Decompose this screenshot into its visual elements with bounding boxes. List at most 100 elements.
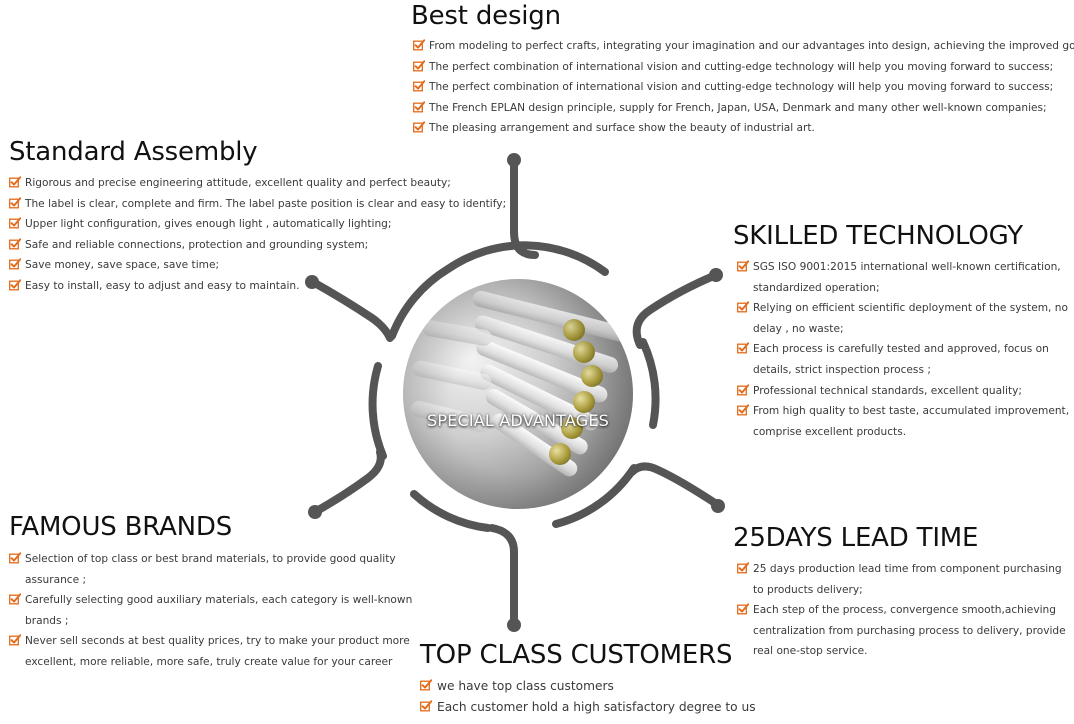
connector-upper-right <box>632 271 720 349</box>
feature-text: The perfect combination of international… <box>429 60 1054 73</box>
feature-item: Carefully selecting good auxiliary mater… <box>9 590 439 631</box>
feature-text: From high quality to best taste, accumul… <box>753 405 1070 438</box>
feature-item: Selection of top class or best brand mat… <box>9 549 439 590</box>
check-box-icon <box>413 80 425 92</box>
feature-item: Upper light configuration, gives enough … <box>9 214 506 235</box>
connector-upper-right-dot <box>709 268 723 282</box>
feature-text: Professional technical standards, excell… <box>753 384 1022 397</box>
check-box-icon <box>737 383 749 396</box>
connector-lower-right <box>628 462 722 509</box>
connector-upper-left <box>309 278 394 342</box>
check-box-icon <box>9 634 21 646</box>
feature-list: 25 days production lead time from compon… <box>737 559 1068 662</box>
connector-bottom <box>488 524 518 629</box>
feature-text: Rigorous and precise engineering attitud… <box>25 177 451 189</box>
section-lead-time: 25DAYS LEAD TIME 25 days production lead… <box>733 525 1068 662</box>
feature-text: Save money, save space, save time; <box>25 259 220 272</box>
feature-item: From modeling to perfect crafts, integra… <box>413 36 1074 57</box>
feature-item: Save money, save space, save time; <box>9 255 506 276</box>
section-title: Best design <box>411 1 561 31</box>
feature-text: SGS ISO 9001:2015 international well-kno… <box>753 261 1061 294</box>
check-box-icon <box>737 603 749 615</box>
feature-list: Rigorous and precise engineering attitud… <box>9 173 506 297</box>
feature-text: Carefully selecting good auxiliary mater… <box>25 594 413 627</box>
feature-text: we have top class customers <box>437 679 614 693</box>
check-box-icon <box>9 176 21 188</box>
check-box-icon <box>737 260 749 272</box>
feature-item: The label is clear, complete and firm. T… <box>9 194 506 215</box>
check-box-icon <box>9 217 21 229</box>
check-box-icon <box>9 552 21 564</box>
check-box-icon <box>413 59 425 72</box>
connector-lower-left <box>311 448 385 516</box>
section-skilled-technology: SKILLED TECHNOLOGY SGS ISO 9001:2015 int… <box>733 223 1073 442</box>
feature-text: The pleasing arrangement and surface sho… <box>429 122 815 135</box>
check-box-icon <box>413 101 425 113</box>
arc-bottom-right <box>552 464 638 528</box>
feature-item: Rigorous and precise engineering attitud… <box>9 173 506 194</box>
feature-item: Each step of the process, convergence sm… <box>737 600 1068 662</box>
check-box-icon <box>420 679 432 691</box>
feature-text: Relying on efficient scientific deployme… <box>753 302 1068 335</box>
feature-item: 25 days production lead time from compon… <box>737 559 1068 600</box>
feature-text: The label is clear, complete and firm. T… <box>25 197 507 210</box>
section-famous-brands: FAMOUS BRANDS Selection of top class or … <box>9 514 439 673</box>
feature-item: Each process is carefully tested and app… <box>737 339 1073 380</box>
feature-text: Easy to install, easy to adjust and easy… <box>25 279 300 292</box>
feature-text: The French EPLAN design principle, suppl… <box>429 101 1047 114</box>
check-box-icon <box>9 279 21 291</box>
check-box-icon <box>413 121 425 133</box>
feature-text: Upper light configuration, gives enough … <box>25 218 392 231</box>
hub-photo <box>403 279 633 509</box>
check-box-icon <box>9 196 21 209</box>
feature-item: The French EPLAN design principle, suppl… <box>413 98 1074 119</box>
check-box-icon <box>737 404 749 416</box>
connector-lower-left-dot <box>308 505 322 519</box>
feature-text: Selection of top class or best brand mat… <box>25 553 396 586</box>
check-box-icon <box>9 238 21 250</box>
check-box-icon <box>737 562 749 574</box>
feature-text: Each step of the process, convergence sm… <box>753 604 1066 658</box>
feature-item: SGS ISO 9001:2015 international well-kno… <box>737 257 1073 298</box>
feature-text: Each customer hold a high satisfactory d… <box>437 699 756 714</box>
feature-list: Selection of top class or best brand mat… <box>9 549 439 673</box>
feature-item: The pleasing arrangement and surface sho… <box>413 118 1074 139</box>
connector-lower-right-dot <box>711 499 725 513</box>
feature-item: Easy to install, easy to adjust and easy… <box>9 276 506 297</box>
connector-top <box>510 156 539 259</box>
feature-item: Safe and reliable connections, protectio… <box>9 235 506 256</box>
section-best-design: Best design From modeling to perfect cra… <box>411 3 1074 139</box>
feature-item: Each customer hold a high satisfactory d… <box>420 697 756 718</box>
arc-bottom-left <box>410 490 492 532</box>
feature-text: Each process is carefully tested and app… <box>753 343 1049 376</box>
section-standard-assembly: Standard Assembly Rigorous and precise e… <box>9 139 506 297</box>
section-title: SKILLED TECHNOLOGY <box>733 221 1023 251</box>
feature-text: Safe and reliable connections, protectio… <box>25 238 369 251</box>
section-title: Standard Assembly <box>9 137 258 167</box>
section-title: TOP CLASS CUSTOMERS <box>420 640 733 670</box>
arc-top <box>444 241 609 276</box>
check-box-icon <box>420 699 432 712</box>
check-box-icon <box>737 342 749 354</box>
feature-item: The perfect combination of international… <box>413 77 1074 98</box>
feature-text: The perfect combination of international… <box>429 81 1054 94</box>
feature-text: From modeling to perfect crafts, integra… <box>429 40 1074 52</box>
arc-top-left <box>388 265 452 340</box>
feature-item: Never sell seconds at best quality price… <box>9 631 439 672</box>
feature-text: Never sell seconds at best quality price… <box>25 635 410 668</box>
connector-top-dot <box>507 153 521 167</box>
feature-item: Relying on efficient scientific deployme… <box>737 298 1073 339</box>
feature-item: From high quality to best taste, accumul… <box>737 401 1073 442</box>
feature-list: From modeling to perfect crafts, integra… <box>413 36 1074 139</box>
check-box-icon <box>9 593 21 605</box>
feature-item: The perfect combination of international… <box>413 57 1074 78</box>
check-box-icon <box>9 258 21 270</box>
arc-left <box>368 362 387 460</box>
check-box-icon <box>413 39 425 51</box>
hub-label: SPECIAL ADVANTAGES <box>426 411 610 430</box>
feature-list: SGS ISO 9001:2015 international well-kno… <box>737 257 1073 442</box>
section-title: 25DAYS LEAD TIME <box>733 523 979 553</box>
section-top-customers: TOP CLASS CUSTOMERS we have top class cu… <box>420 642 756 717</box>
